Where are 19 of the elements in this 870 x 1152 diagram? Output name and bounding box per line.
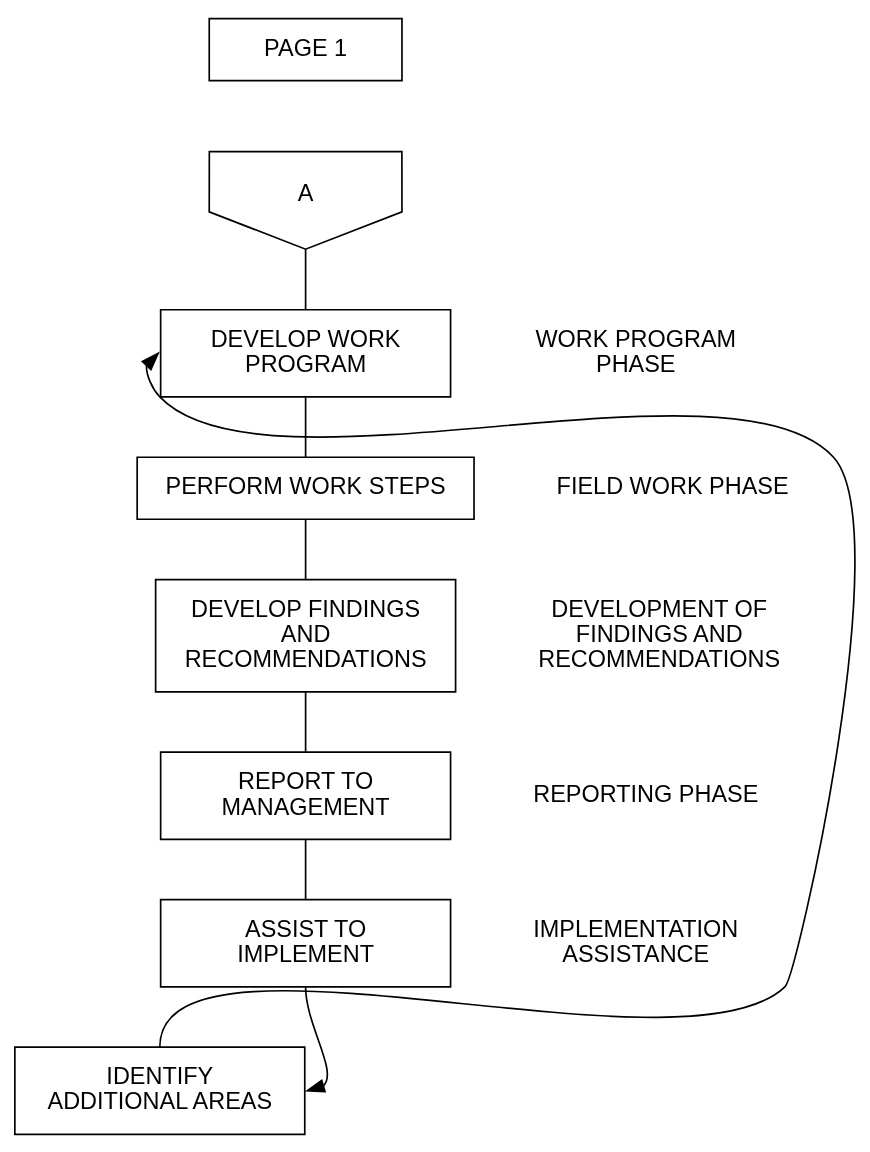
node-label: WORK PROGRAM PHASE xyxy=(535,325,737,377)
connector xyxy=(304,396,307,458)
connector xyxy=(304,690,307,753)
node-box: PERFORM WORK STEPS xyxy=(136,455,475,520)
node-box: ASSIST TO IMPLEMENT xyxy=(159,898,452,988)
arrow xyxy=(304,985,329,1093)
node-box: IDENTIFY ADDITIONAL AREAS xyxy=(14,1045,306,1135)
node-box: PAGE 1 xyxy=(208,17,403,82)
node-box: DEVELOP FINDINGS AND RECOMMENDATIONS xyxy=(154,578,457,693)
connector xyxy=(304,838,307,900)
connector xyxy=(304,518,307,580)
node-label: DEVELOPMENT OF FINDINGS AND RECOMMENDATIONS xyxy=(538,595,781,672)
connector xyxy=(304,247,307,310)
node-label: IMPLEMENTATION ASSISTANCE xyxy=(533,915,739,967)
node-label: FIELD WORK PHASE xyxy=(556,472,789,499)
node-box: REPORT TO MANAGEMENT xyxy=(159,750,452,840)
node-label: REPORTING PHASE xyxy=(533,780,759,807)
node-box: DEVELOP WORK PROGRAM xyxy=(159,308,452,398)
arrow xyxy=(140,351,856,1048)
